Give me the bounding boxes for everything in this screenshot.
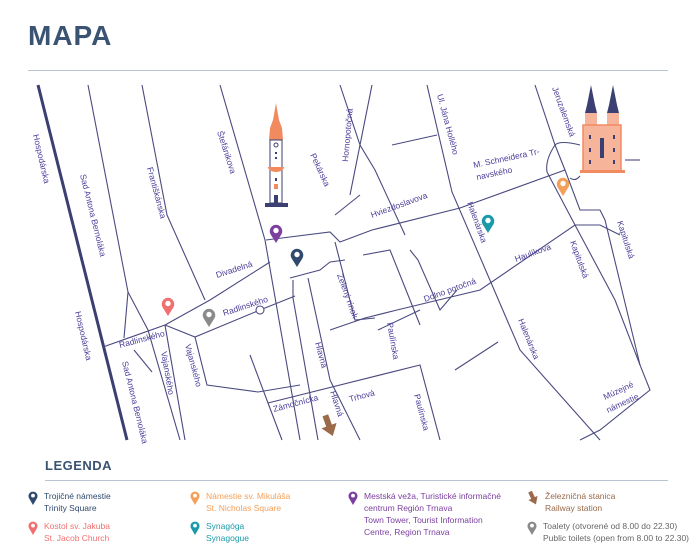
legend-item: Železničná stanica Railway station — [527, 490, 615, 514]
legend-label-en: Public toilets (open from 8.00 to 22.30) — [543, 533, 689, 543]
svg-text:Paulínska: Paulínska — [385, 322, 401, 361]
page-title: MAPA — [28, 20, 113, 51]
legend-label-sk: Kostol sv. Jakuba — [44, 521, 110, 531]
legend-label-sk: Toalety (otvorené od 8.00 do 22.30) — [543, 521, 678, 531]
title-divider — [28, 70, 668, 71]
pin-icon — [190, 490, 200, 514]
legend-label-en: Railway station — [545, 503, 603, 513]
svg-text:Divadelná: Divadelná — [215, 259, 254, 280]
svg-text:Sad Antona Bernoláka: Sad Antona Bernoláka — [78, 173, 108, 258]
svg-text:Zelený rínok: Zelený rínok — [335, 272, 361, 320]
legend-divider — [45, 480, 668, 481]
railway-station-arrow-icon[interactable] — [318, 413, 341, 439]
legend-item: Toalety (otvorené od 8.00 do 22.30) Publ… — [527, 520, 689, 544]
legend-item: Trojičné námestie Trinity Square — [28, 490, 111, 514]
st-nicholas-cathedral-illustration — [580, 85, 625, 173]
svg-text:Radlinského: Radlinského — [118, 328, 166, 350]
svg-text:Kapitulská: Kapitulská — [615, 220, 637, 261]
legend-label-en: Trinity Square — [44, 503, 97, 513]
map-markers — [161, 177, 570, 439]
legend-item: Kostol sv. Jakuba St. Jacob Church — [28, 520, 110, 544]
legend-label-en: St. Jacob Church — [44, 533, 110, 543]
svg-text:Hlavná: Hlavná — [313, 341, 330, 369]
svg-text:Haulíkova: Haulíkova — [513, 241, 552, 263]
svg-text:Pekárska: Pekárska — [308, 152, 332, 189]
streets — [87, 84, 651, 441]
pin-icon — [28, 490, 38, 514]
svg-text:Ul. Jána Hollého: Ul. Jána Hollého — [435, 93, 461, 156]
legend-label-en: Town Tower, Tourist Information Centre, … — [364, 515, 483, 537]
legend-item: Synagóga Synagogue — [190, 520, 249, 544]
svg-text:Hospodárska: Hospodárska — [73, 310, 94, 361]
svg-text:Hlavná: Hlavná — [328, 390, 346, 419]
map-pin-icon[interactable] — [481, 214, 495, 233]
railway-line — [36, 84, 129, 441]
legend-label-sk: Železničná stanica — [545, 491, 616, 501]
legend-title: LEGENDA — [45, 458, 113, 473]
legend-label-sk: Trojičné námestie — [44, 491, 111, 501]
svg-text:Halenárska: Halenárska — [516, 317, 541, 361]
pin-icon — [28, 520, 38, 544]
pin-icon — [190, 520, 200, 544]
svg-text:Hospodárska: Hospodárska — [31, 133, 52, 184]
svg-text:Hviezdoslavova: Hviezdoslavova — [369, 190, 429, 220]
pin-icon — [348, 490, 358, 538]
svg-text:Vajanského: Vajanského — [183, 343, 204, 388]
legend-label-sk: Námestie sv. Mikuláša — [206, 491, 291, 501]
svg-text:Radlinského: Radlinského — [222, 294, 270, 318]
arrow-icon — [527, 490, 539, 514]
legend-item: Mestská veža, Turistické informačné cent… — [348, 490, 508, 538]
svg-text:Trhová: Trhová — [348, 387, 376, 403]
pin-icon — [527, 520, 537, 544]
svg-text:Kapitulská: Kapitulská — [568, 239, 591, 280]
map-pin-icon[interactable] — [202, 308, 216, 327]
svg-text:Jeruzalemská: Jeruzalemská — [550, 85, 577, 138]
town-tower-illustration — [265, 103, 288, 207]
map-pin-icon[interactable] — [269, 224, 283, 243]
legend-label-en: Synagogue — [206, 533, 250, 543]
legend-label-en: St. Nicholas Square — [206, 503, 282, 513]
svg-text:Františkánska: Františkánska — [145, 166, 168, 220]
map-pin-icon[interactable] — [161, 297, 175, 316]
legend-item: Námestie sv. Mikuláša St. Nicholas Squar… — [190, 490, 290, 514]
roundabout — [255, 305, 265, 315]
map-pin-icon[interactable] — [556, 177, 570, 196]
legend-label-sk: Synagóga — [206, 521, 245, 531]
map-pin-icon[interactable] — [290, 248, 304, 267]
city-map[interactable]: Hospodárska Hospodárska Sad Antona Berno… — [0, 0, 700, 450]
legend-label-sk: Mestská veža, Turistické informačné cent… — [364, 491, 501, 513]
svg-text:Hornopotočná: Hornopotočná — [340, 108, 355, 162]
